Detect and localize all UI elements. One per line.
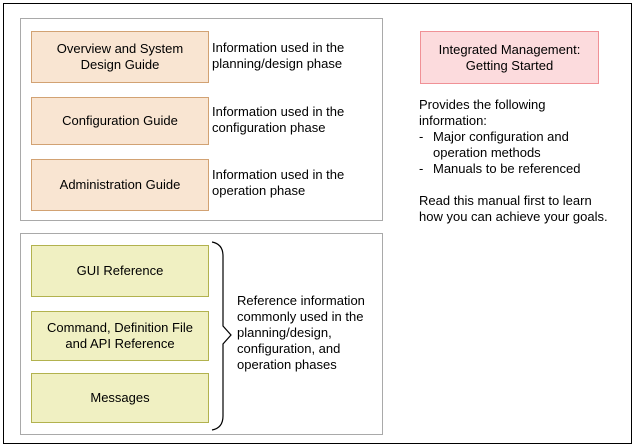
guide-box-label: Configuration Guide	[62, 113, 178, 128]
ref-box-messages: Messages	[31, 373, 209, 423]
ref-box-label: GUI Reference	[76, 263, 164, 278]
brace-note: Reference information commonly used in t…	[237, 293, 365, 372]
read-first-note: Read this manual first to learn how you …	[419, 193, 608, 224]
guide-box-label: Overview and System Design Guide	[56, 41, 184, 72]
guide-description-configuration: Information used in the configuration ph…	[212, 104, 345, 135]
outer-frame: Overview and System Design Guide Informa…	[3, 3, 632, 444]
ref-box-command-reference: Command, Definition File and API Referen…	[31, 311, 209, 361]
guide-box-configuration: Configuration Guide	[31, 97, 209, 145]
ref-box-label: Messages	[90, 390, 150, 405]
bullet-text: Manuals to be referenced	[433, 161, 581, 176]
guide-description-operation: Information used in the operation phase	[212, 167, 345, 198]
guide-box-label: Administration Guide	[59, 177, 181, 192]
bullet-dash: -	[419, 129, 424, 144]
guide-box-overview: Overview and System Design Guide	[31, 31, 209, 83]
ref-box-label: Command, Definition File and API Referen…	[47, 320, 193, 351]
ref-box-gui-reference: GUI Reference	[31, 245, 209, 297]
bullet-item: - Manuals to be referenced	[419, 161, 616, 177]
getting-started-title: Integrated Management: Getting Started	[438, 41, 581, 73]
guide-box-administration: Administration Guide	[31, 159, 209, 211]
curly-brace-icon	[211, 241, 232, 431]
getting-started-description: Provides the following information: - Ma…	[419, 97, 616, 225]
provides-intro: Provides the following information:	[419, 97, 546, 128]
bullet-text: Major configuration and operation method…	[433, 129, 569, 160]
bullet-item: - Major configuration and operation meth…	[419, 129, 616, 161]
bullet-dash: -	[419, 161, 424, 176]
guide-description-planning: Information used in the planning/design …	[212, 40, 345, 71]
getting-started-box: Integrated Management: Getting Started	[420, 31, 599, 84]
